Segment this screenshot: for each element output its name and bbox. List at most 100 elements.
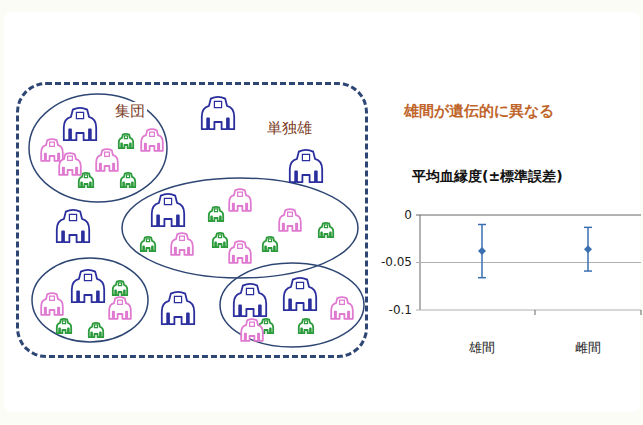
- gorilla-face: [174, 296, 181, 302]
- gorilla-face: [288, 212, 293, 216]
- finding-text: 雄間が遺伝的に異なる: [404, 102, 554, 120]
- gorilla-face: [68, 156, 73, 160]
- gorilla-icon: [171, 233, 193, 255]
- data-point: [478, 225, 486, 278]
- gorilla-icon: [41, 139, 63, 161]
- data-point: [584, 227, 592, 271]
- error-cap: [584, 270, 592, 272]
- gorilla-icon: [41, 293, 63, 315]
- gorilla-body: [72, 270, 104, 302]
- gorilla-icon: [209, 207, 223, 221]
- gorilla-body: [279, 209, 301, 231]
- category-label: 雌間: [575, 340, 601, 356]
- gorilla-icon: [319, 223, 333, 237]
- error-cap: [478, 224, 486, 226]
- gorilla-body: [64, 108, 96, 140]
- gorilla-face: [105, 152, 110, 156]
- ellipse-shape: [29, 94, 167, 202]
- point-marker: [584, 245, 592, 253]
- grid-line: [416, 215, 641, 216]
- gorilla-body: [141, 129, 163, 151]
- gorilla-face: [238, 192, 243, 196]
- gorilla-body: [290, 150, 322, 182]
- grid-line: [416, 262, 641, 263]
- gorilla-face: [146, 239, 149, 242]
- gorilla-body: [209, 207, 223, 221]
- gorilla-face: [50, 142, 55, 146]
- gorilla-body: [113, 281, 127, 295]
- gorilla-face: [238, 244, 243, 248]
- gorilla-body: [331, 297, 353, 319]
- gorilla-body: [171, 233, 193, 255]
- gorilla-body: [109, 297, 131, 319]
- gorilla-face: [50, 296, 55, 300]
- gorilla-face: [340, 300, 345, 304]
- node-label: 単独雄: [265, 119, 314, 137]
- node-label: 集団: [113, 102, 147, 120]
- gorilla-icon: [57, 319, 71, 333]
- gorilla-face: [246, 288, 253, 294]
- gorilla-body: [202, 97, 234, 129]
- x-tick: [641, 310, 642, 315]
- gorilla-face: [214, 209, 217, 212]
- tick-label: 0: [404, 208, 412, 222]
- chart-title: 平均血縁度(±標準誤差): [412, 168, 563, 185]
- error-cap: [478, 277, 486, 279]
- gorilla-face: [164, 198, 171, 204]
- gorilla-icon: [202, 97, 234, 129]
- gorilla-icon: [59, 153, 81, 175]
- gorilla-icon: [119, 134, 133, 148]
- gorilla-icon: [162, 292, 194, 324]
- gorilla-icon: [152, 194, 184, 226]
- gorilla-face: [84, 175, 87, 178]
- gorilla-face: [296, 282, 303, 288]
- gorilla-icon: [96, 149, 118, 171]
- gorilla-face: [324, 225, 327, 228]
- gorilla-face: [124, 136, 127, 139]
- gorilla-body: [162, 292, 194, 324]
- gorilla-face: [214, 101, 221, 107]
- gorilla-face: [126, 175, 129, 178]
- tick-label: -0.05: [381, 255, 412, 269]
- gorilla-body: [41, 139, 63, 161]
- gorilla-body: [57, 210, 89, 242]
- gorilla-face: [118, 283, 121, 286]
- gorilla-body: [119, 134, 133, 148]
- group-ellipse: 集団: [28, 93, 168, 203]
- gorilla-icon: [284, 278, 316, 310]
- grid-line: [416, 310, 641, 311]
- gorilla-face: [94, 325, 97, 328]
- gorilla-icon: [263, 237, 277, 251]
- group-ellipse: [122, 178, 358, 278]
- x-tick: [535, 310, 536, 315]
- gorilla-face: [84, 274, 91, 280]
- gorilla-icon: [72, 270, 104, 302]
- gorilla-face: [268, 239, 271, 242]
- gorilla-icon: [141, 129, 163, 151]
- gorilla-body: [213, 233, 227, 247]
- error-cap: [584, 227, 592, 229]
- gorilla-face: [118, 300, 123, 304]
- gorilla-icon: [290, 150, 322, 182]
- gorilla-face: [264, 321, 267, 324]
- gorilla-face: [62, 321, 65, 324]
- gorilla-face: [150, 132, 155, 136]
- gorilla-icon: [241, 319, 263, 341]
- gorilla-body: [89, 323, 103, 337]
- gorilla-face: [302, 154, 309, 160]
- group-ellipse: [220, 263, 364, 347]
- gorilla-body: [299, 319, 313, 333]
- gorilla-body: [234, 284, 266, 316]
- gorilla-body: [96, 149, 118, 171]
- gorilla-body: [59, 153, 81, 175]
- gorilla-body: [284, 278, 316, 310]
- gorilla-face: [218, 235, 221, 238]
- gorilla-body: [229, 189, 251, 211]
- gorilla-face: [180, 236, 185, 240]
- gorilla-face: [304, 321, 307, 324]
- gorilla-icon: [213, 233, 227, 247]
- gorilla-icon: [113, 281, 127, 295]
- point-marker: [478, 247, 486, 255]
- gorilla-face: [250, 322, 255, 326]
